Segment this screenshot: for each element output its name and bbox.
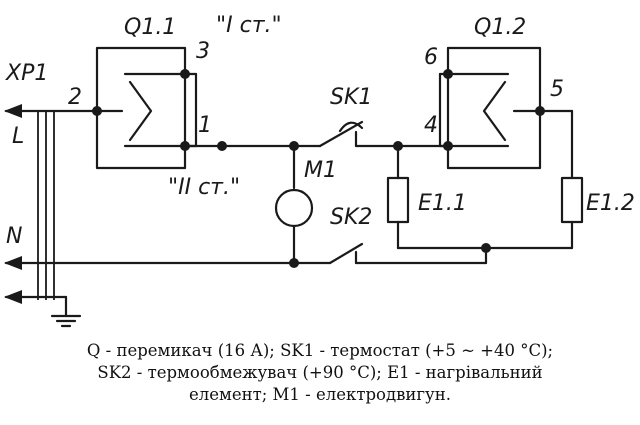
label-e1-2: E1.2 <box>586 191 635 216</box>
thermal-limiter-sk2 <box>292 242 488 265</box>
caption-line-2: SK2 - термообмежувач (+90 °С); Е1 - нагр… <box>97 363 543 382</box>
heater-e1-2 <box>538 109 584 250</box>
label-pin-5: 5 <box>550 77 564 102</box>
label-pin-3: 3 <box>196 39 210 64</box>
label-stage-1: "I ст." <box>216 13 282 38</box>
label-e1-1: E1.1 <box>418 191 467 216</box>
ground-icon <box>50 295 82 328</box>
arrow-pe-icon <box>4 290 22 304</box>
caption-line-1: Q - перемикач (16 А); SK1 - термостат (+… <box>86 341 554 360</box>
label-q1-2: Q1.2 <box>474 15 526 40</box>
wiring-schematic: XP1 L N Q1.1 Q1.2 "I ст." "II ст." SK1 S… <box>4 13 635 328</box>
label-xp1: XP1 <box>5 61 48 86</box>
label-q1-1: Q1.1 <box>124 15 176 40</box>
caption-line-3: елемент; М1 - електродвигун. <box>189 385 451 404</box>
label-pin-1: 1 <box>198 113 212 138</box>
label-sk1: SK1 <box>330 85 372 110</box>
switch-q1-2 <box>438 46 545 170</box>
label-pin-6: 6 <box>424 45 438 70</box>
label-n: N <box>6 224 22 249</box>
label-stage-2: "II ст." <box>168 175 240 200</box>
arrow-l-icon <box>4 104 22 118</box>
label-sk2: SK2 <box>330 205 372 230</box>
label-l: L <box>12 124 24 149</box>
label-m1: M1 <box>304 158 337 183</box>
switch-q1-1 <box>92 46 198 170</box>
label-pin-4: 4 <box>424 113 438 138</box>
arrow-n-icon <box>4 256 22 270</box>
legend-caption: Q - перемикач (16 А); SK1 - термостат (+… <box>0 340 640 406</box>
heater-e1-1 <box>386 141 574 253</box>
plug-xp1 <box>4 104 296 328</box>
label-pin-2: 2 <box>68 85 82 110</box>
